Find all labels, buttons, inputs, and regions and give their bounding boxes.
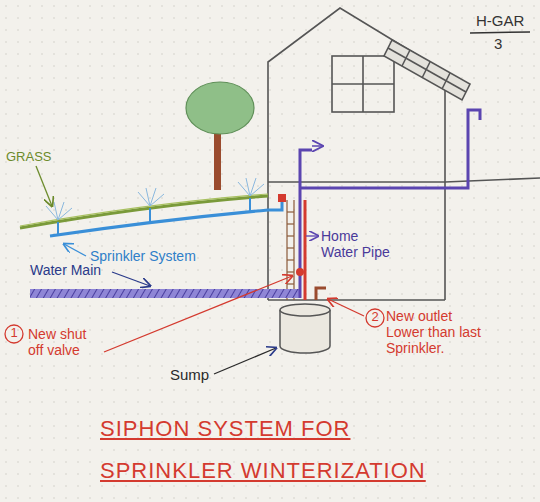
callout-number: 1 — [9, 326, 19, 341]
home-pipe-label: Home Water Pipe — [321, 228, 395, 260]
callout-note: New outlet Lower than last Sprinkler. — [386, 308, 486, 356]
diagram-title: SIPHON SYSTEM FOR SPRINKLER WINTERIZATIO… — [100, 408, 460, 492]
callout-number: 2 — [370, 310, 380, 325]
author-mark: H-GAR — [476, 12, 524, 29]
sump-label: Sump — [170, 366, 209, 383]
water-main-label: Water Main — [30, 262, 101, 278]
page-number: 3 — [494, 35, 502, 52]
callout-note: New shut off valve — [28, 326, 100, 358]
grass-label: GRASS — [6, 150, 52, 165]
sprinkler-label: Sprinkler System — [90, 248, 196, 264]
